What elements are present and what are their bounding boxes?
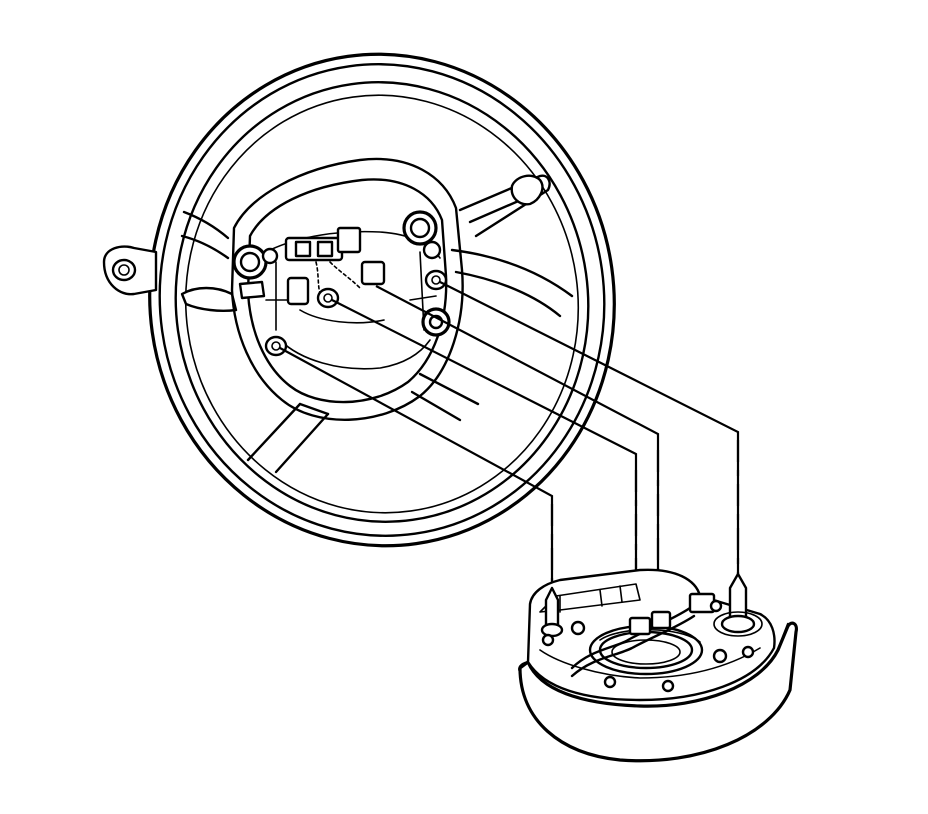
hub-boss-lower-left	[264, 335, 288, 357]
alignment-guide-4	[279, 347, 554, 590]
right-upper-spoke	[458, 174, 551, 238]
hub-boss-upper-left	[232, 244, 279, 280]
steering-wheel-rim	[148, 52, 616, 548]
hub-clip-left	[238, 280, 266, 300]
hub-boss-right	[424, 269, 448, 291]
left-spoke	[180, 210, 238, 312]
hub-boss-lower-right	[421, 307, 451, 337]
alignment-guides	[279, 281, 740, 616]
right-lower-spoke	[450, 248, 574, 318]
airbag-module-stud-left	[540, 586, 564, 638]
alignment-guide-2	[375, 285, 660, 608]
airbag-module-fasteners	[541, 599, 755, 693]
left-rim-control	[102, 245, 158, 296]
airbag-module	[518, 568, 798, 763]
connector	[284, 226, 386, 309]
steering-wheel	[102, 52, 616, 548]
bolt	[232, 210, 451, 357]
airbag-module-cover	[518, 621, 798, 763]
hub-boss-upper-right	[402, 210, 442, 260]
airbag-module-harness	[570, 592, 722, 678]
steering-wheel-hub	[230, 157, 464, 421]
lower-spoke	[246, 372, 480, 474]
airbag-module-stud-right	[713, 572, 763, 637]
